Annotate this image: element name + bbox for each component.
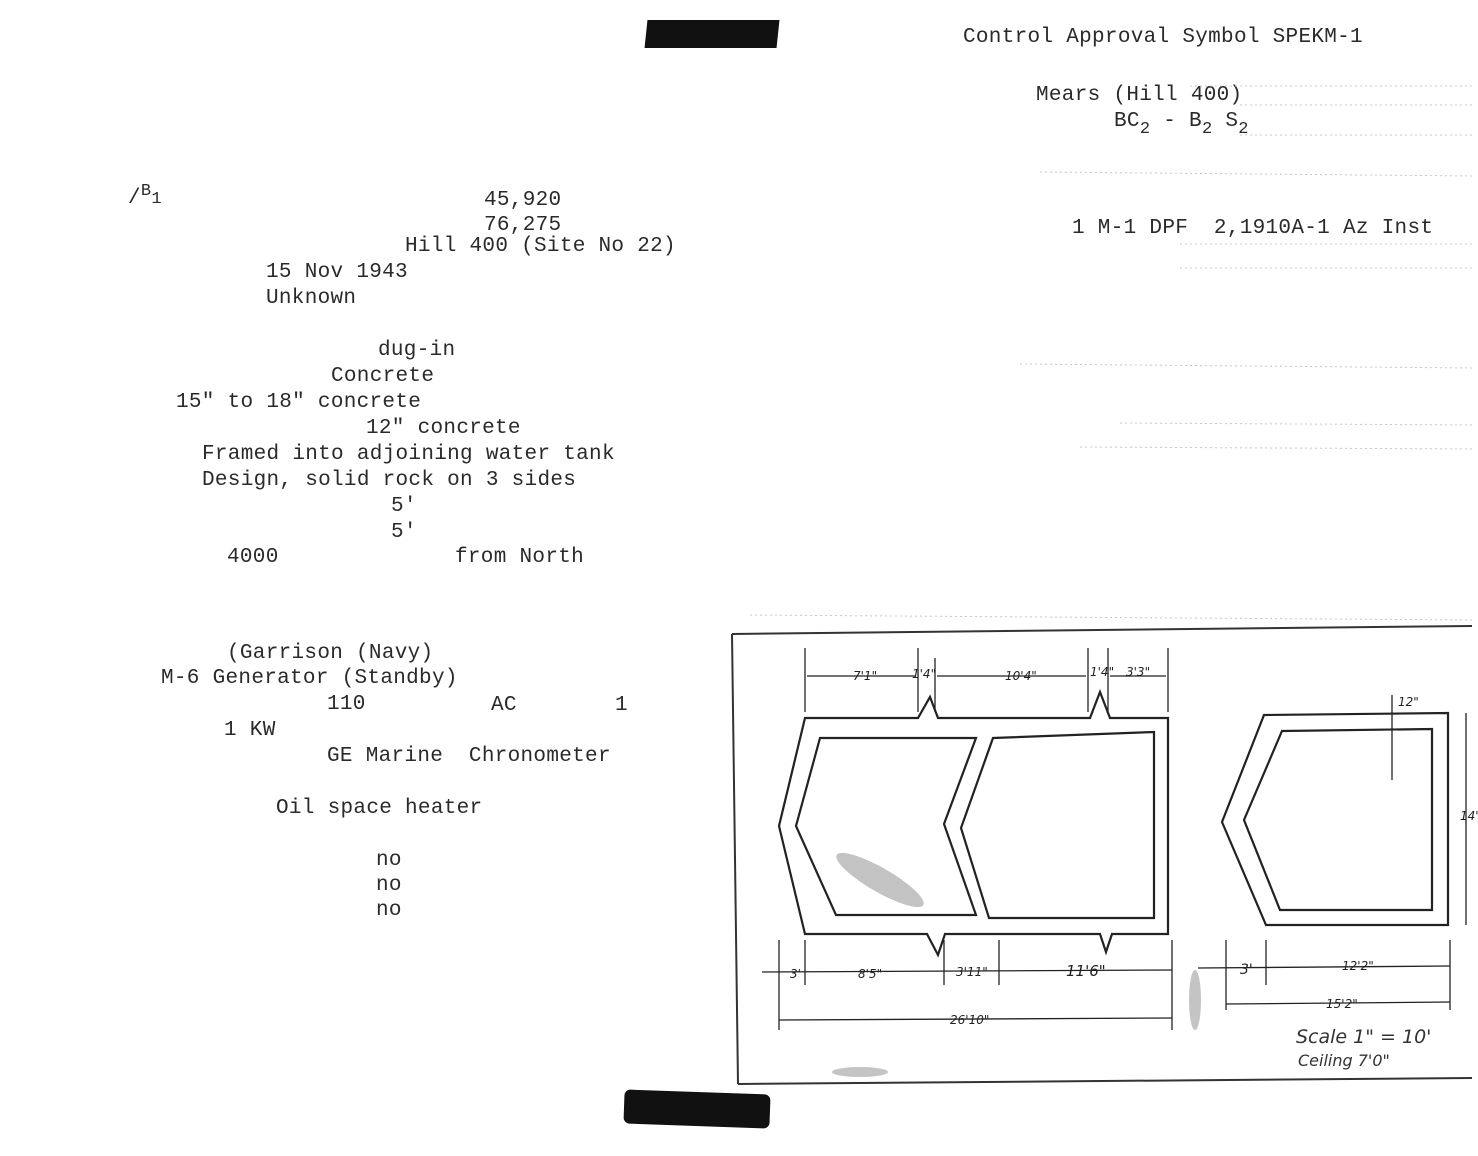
date: 15 Nov 1943: [266, 261, 408, 284]
scan-smudge: [832, 852, 1201, 1077]
dim-right-1: 3': [1240, 962, 1253, 978]
garrison: (Garrison (Navy): [227, 642, 434, 665]
top-dimension-lines: [804, 648, 1169, 712]
battery-code-base: BC: [1114, 110, 1140, 133]
heater: Oil space heater: [276, 797, 483, 820]
voltage: 110: [327, 693, 366, 716]
battery-code-b-sub: 2: [1201, 120, 1213, 139]
direction: from North: [455, 546, 585, 569]
dim-right-total: 15'2": [1326, 997, 1358, 1011]
form-mark-letter: B: [140, 182, 152, 201]
walls: 15" to 18" concrete: [176, 391, 422, 414]
dim-height: 14': [1460, 809, 1478, 823]
plan-frame: [731, 625, 1473, 1085]
dim-wall: 12": [1398, 695, 1419, 709]
site-name: Mears (Hill 400): [1036, 84, 1243, 107]
location: Hill 400 (Site No 22): [405, 235, 676, 258]
construction-type: dug-in: [378, 339, 456, 362]
roof: 12" concrete: [366, 417, 521, 440]
room-pair-outline: [777, 688, 1170, 958]
clock: GE Marine Chronometer: [327, 745, 611, 768]
remark-2: Design, solid rock on 3 sides: [202, 469, 577, 492]
battery-code-sep: - B: [1150, 110, 1202, 133]
answer-3: no: [376, 899, 402, 922]
dim-total: 26'10": [950, 1013, 989, 1027]
power: 1 KW: [224, 719, 276, 742]
battery-code-s: S: [1212, 110, 1239, 133]
dim-bot-4: 11'6": [1066, 962, 1106, 980]
coordinate-1: 45,920: [484, 189, 562, 212]
single-room-outline: [1220, 711, 1450, 927]
scale-note: Scale 1" = 10': [1296, 1026, 1432, 1048]
battery-code-s-sub: 2: [1238, 120, 1249, 139]
dim-top-5: 3'3": [1126, 665, 1150, 679]
dim-top-4: 1'4": [1090, 665, 1114, 679]
battery-code: BC2 - B2 S2: [1114, 110, 1249, 142]
battery-code-base-sub: 2: [1139, 120, 1151, 139]
dim-right-2: 12'2": [1342, 959, 1374, 973]
bottom-dimension-lines: [761, 695, 1467, 1030]
dim-bot-1: 3': [790, 967, 801, 981]
distance: 4000: [227, 546, 279, 569]
material: Concrete: [331, 365, 435, 388]
status: Unknown: [266, 287, 357, 310]
dimension-1: 5': [391, 495, 417, 518]
generator: M-6 Generator (Standby): [161, 667, 458, 690]
dimension-2: 5': [391, 521, 417, 544]
dim-bot-2: 8'5": [858, 967, 882, 981]
ceiling-note: Ceiling 7'0": [1298, 1051, 1390, 1070]
form-mark-sub: 1: [151, 190, 162, 209]
faint-form-lines: [749, 85, 1476, 621]
answer-2: no: [376, 874, 402, 897]
dim-top-3: 10'4": [1005, 669, 1037, 683]
instrument-line: 1 M-1 DPF 2,1910A-1 Az Inst: [1072, 217, 1434, 240]
dim-top-2: 1'4": [912, 667, 936, 681]
current-type: AC: [491, 694, 517, 717]
control-approval-symbol: Control Approval Symbol SPEKM-1: [963, 26, 1363, 49]
dim-bot-3: 3'11": [956, 965, 988, 979]
form-mark: /B1: [128, 182, 162, 210]
dim-top-1: 7'1": [853, 669, 877, 683]
answer-1: no: [376, 849, 402, 872]
coordinate-2: 76,275: [484, 214, 562, 237]
remark-1: Framed into adjoining water tank: [202, 443, 615, 466]
phase: 1: [615, 694, 628, 717]
